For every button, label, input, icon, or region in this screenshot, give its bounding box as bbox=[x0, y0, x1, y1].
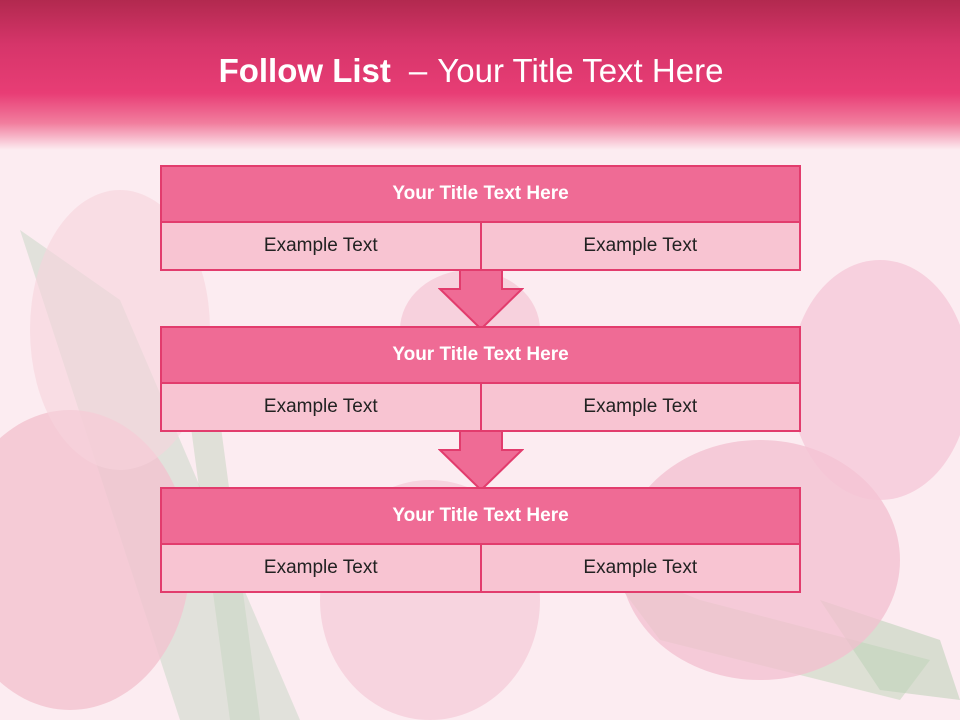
down-arrow-icon bbox=[438, 430, 524, 492]
list-block-1: Your Title Text Here Example Text Exampl… bbox=[160, 165, 801, 271]
block-row: Example Text Example Text bbox=[162, 384, 799, 430]
slide-header bbox=[0, 0, 960, 150]
block-cell-right: Example Text bbox=[479, 223, 800, 269]
block-title: Your Title Text Here bbox=[162, 167, 799, 223]
block-cell-left: Example Text bbox=[263, 235, 378, 256]
block-cell-right: Example Text bbox=[479, 384, 800, 430]
list-block-3: Your Title Text Here Example Text Exampl… bbox=[160, 487, 801, 593]
block-cell-left: Example Text bbox=[263, 557, 378, 578]
block-row: Example Text Example Text bbox=[162, 545, 799, 591]
title-rest: Your Title Text Here bbox=[437, 52, 724, 89]
block-title: Your Title Text Here bbox=[162, 489, 799, 545]
title-dash: – bbox=[408, 52, 428, 89]
slide-title: Follow List–Your Title Text Here bbox=[0, 52, 942, 90]
list-block-2: Your Title Text Here Example Text Exampl… bbox=[160, 326, 801, 432]
title-bold: Follow List bbox=[218, 52, 391, 89]
block-cell-right: Example Text bbox=[479, 545, 800, 591]
block-cell-left: Example Text bbox=[263, 396, 378, 417]
block-title: Your Title Text Here bbox=[162, 328, 799, 384]
down-arrow-icon bbox=[438, 269, 524, 331]
block-row: Example Text Example Text bbox=[162, 223, 799, 269]
